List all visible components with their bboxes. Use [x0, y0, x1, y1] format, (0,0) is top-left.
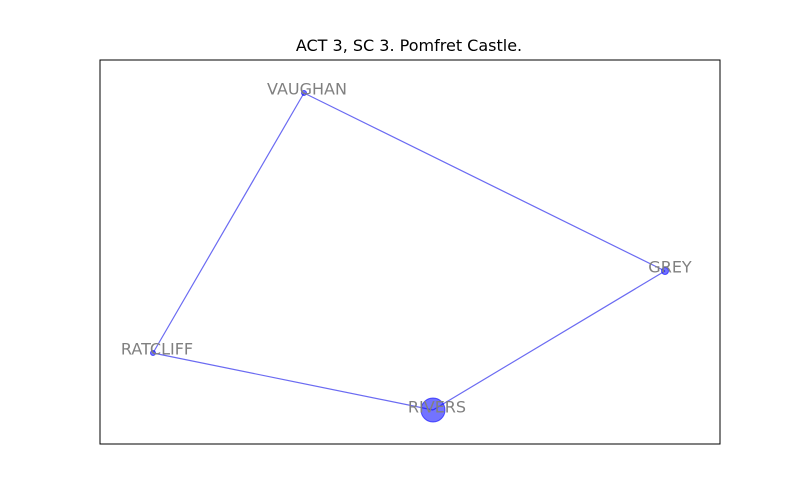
edges-layer	[152, 92, 666, 411]
node-rivers	[420, 397, 446, 423]
node-ratcliff	[150, 350, 156, 356]
node-label-vaughan: VAUGHAN	[267, 80, 347, 99]
edge-vaughan-ratcliff	[152, 92, 305, 354]
node-grey	[661, 267, 669, 275]
edge-vaughan-grey	[303, 92, 666, 272]
labels-layer: VAUGHAN GREY RATCLIFF RIVERS	[121, 80, 692, 417]
edge-rivers-grey	[432, 270, 666, 411]
figure-title: ACT 3, SC 3. Pomfret Castle.	[295, 36, 523, 55]
node-label-grey: GREY	[648, 258, 692, 277]
nodes-layer	[150, 90, 669, 423]
edge-ratcliff-rivers	[152, 352, 434, 411]
node-label-ratcliff: RATCLIFF	[121, 340, 193, 359]
plot-frame	[99, 59, 721, 445]
node-label-rivers: RIVERS	[408, 398, 466, 417]
node-vaughan	[301, 90, 307, 96]
